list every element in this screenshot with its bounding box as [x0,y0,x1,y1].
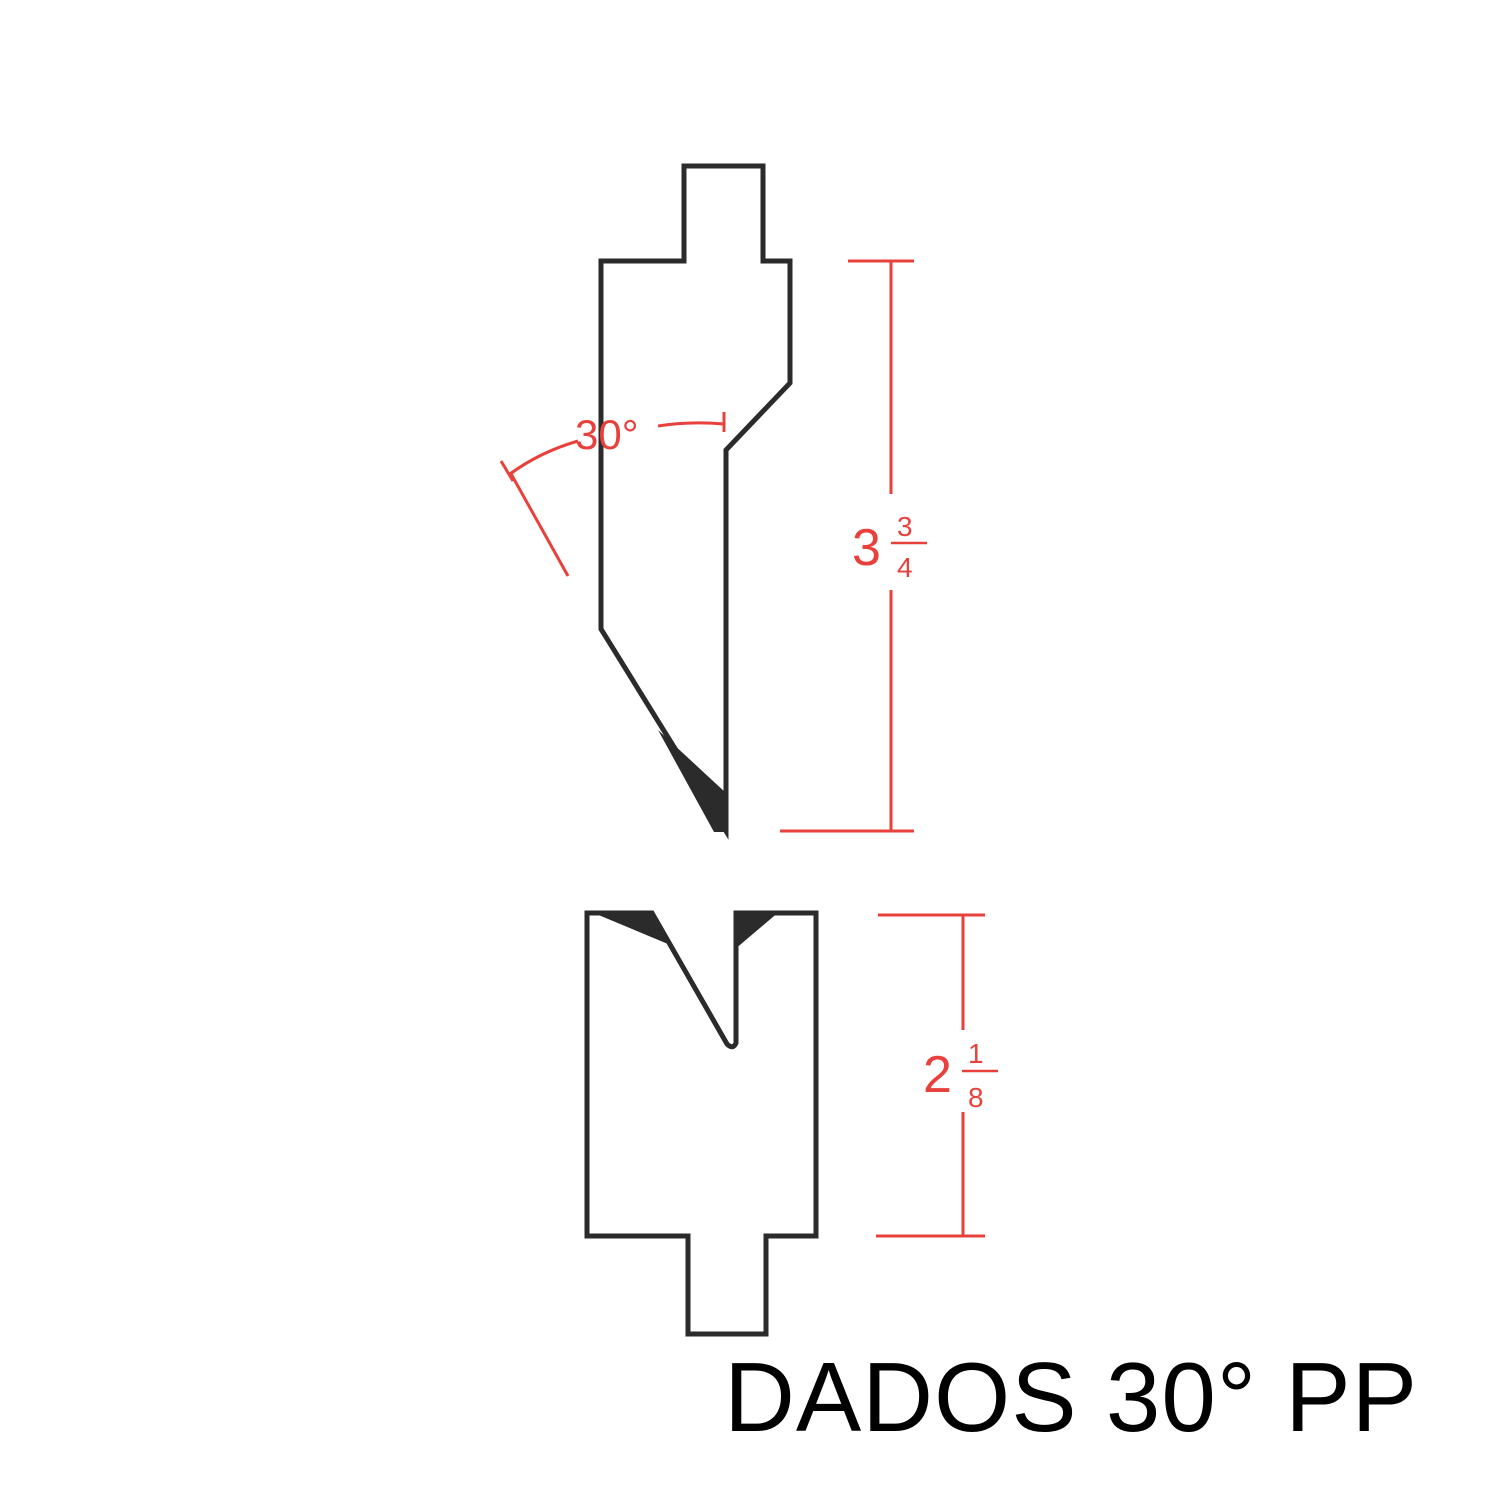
punch-height-numerator: 3 [897,511,913,542]
angle-dimension: 30° [499,411,726,577]
die-height-whole: 2 [923,1046,952,1104]
die-left-shoulder-fill [589,911,668,944]
angle-arc-right [657,421,725,428]
die-height-numerator: 1 [968,1038,984,1069]
angle-label: 30° [575,411,639,458]
die-outline [584,910,819,1337]
die-height-denominator: 8 [968,1082,984,1113]
punch-height-whole: 3 [852,519,881,577]
angle-arc-left [509,439,579,476]
die-right-shoulder-fill [734,911,780,950]
die-height-dimension: 2 1 8 [876,913,998,1238]
die-profile [584,910,819,1337]
punch-tip-fill [658,730,727,832]
punch-height-dimension: 3 3 4 [780,259,927,833]
diagram-title: DADOS 30° PP [724,1342,1418,1452]
punch-height-denominator: 4 [897,552,913,583]
punch-profile [598,163,793,840]
punch-outline [598,163,793,840]
angle-left-cap [499,460,515,482]
angle-ext-line [508,471,570,577]
